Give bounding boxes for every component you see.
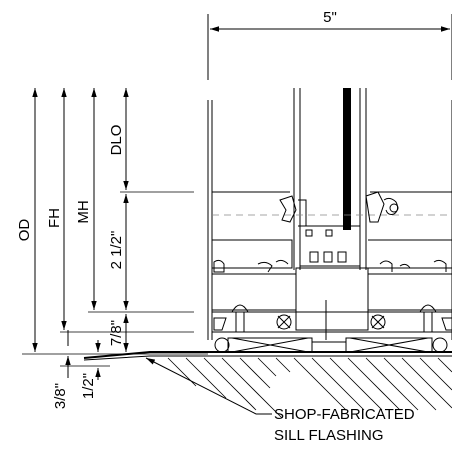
fh-label: FH <box>46 208 63 228</box>
od-label: OD <box>16 219 33 242</box>
mh-dimension: MH <box>75 88 97 310</box>
width-dimension-label: 5" <box>323 9 337 26</box>
gap-dimension: 1/2" <box>80 340 101 399</box>
frame-dimension: 2 1/2" <box>108 194 129 310</box>
gap-dimension-label: 1/2" <box>80 373 97 399</box>
fh-dimension: FH <box>46 88 67 330</box>
frame-dimension-label: 2 1/2" <box>108 231 125 270</box>
flashing-callout: SHOP-FABRICATED SILL FLASHING <box>145 357 415 444</box>
sill-dimension-label: 7/8" <box>108 320 125 346</box>
dlo-label: DLO <box>108 125 125 156</box>
mh-label: MH <box>75 200 92 223</box>
frame-profile <box>207 88 452 340</box>
width-dimension: 5" <box>207 9 452 80</box>
callout-line-1: SHOP-FABRICATED <box>274 406 415 423</box>
od-dimension: OD <box>16 88 38 352</box>
dlo-dimension: DLO <box>108 88 129 190</box>
sill-dimension: 7/8" <box>108 314 129 352</box>
sill-shims <box>214 337 448 353</box>
shim-dimension: 3/8" <box>52 330 71 409</box>
callout-line-2: SILL FLASHING <box>274 427 383 444</box>
substrate-hatch <box>150 355 452 419</box>
shim-dimension-label: 3/8" <box>52 383 69 409</box>
